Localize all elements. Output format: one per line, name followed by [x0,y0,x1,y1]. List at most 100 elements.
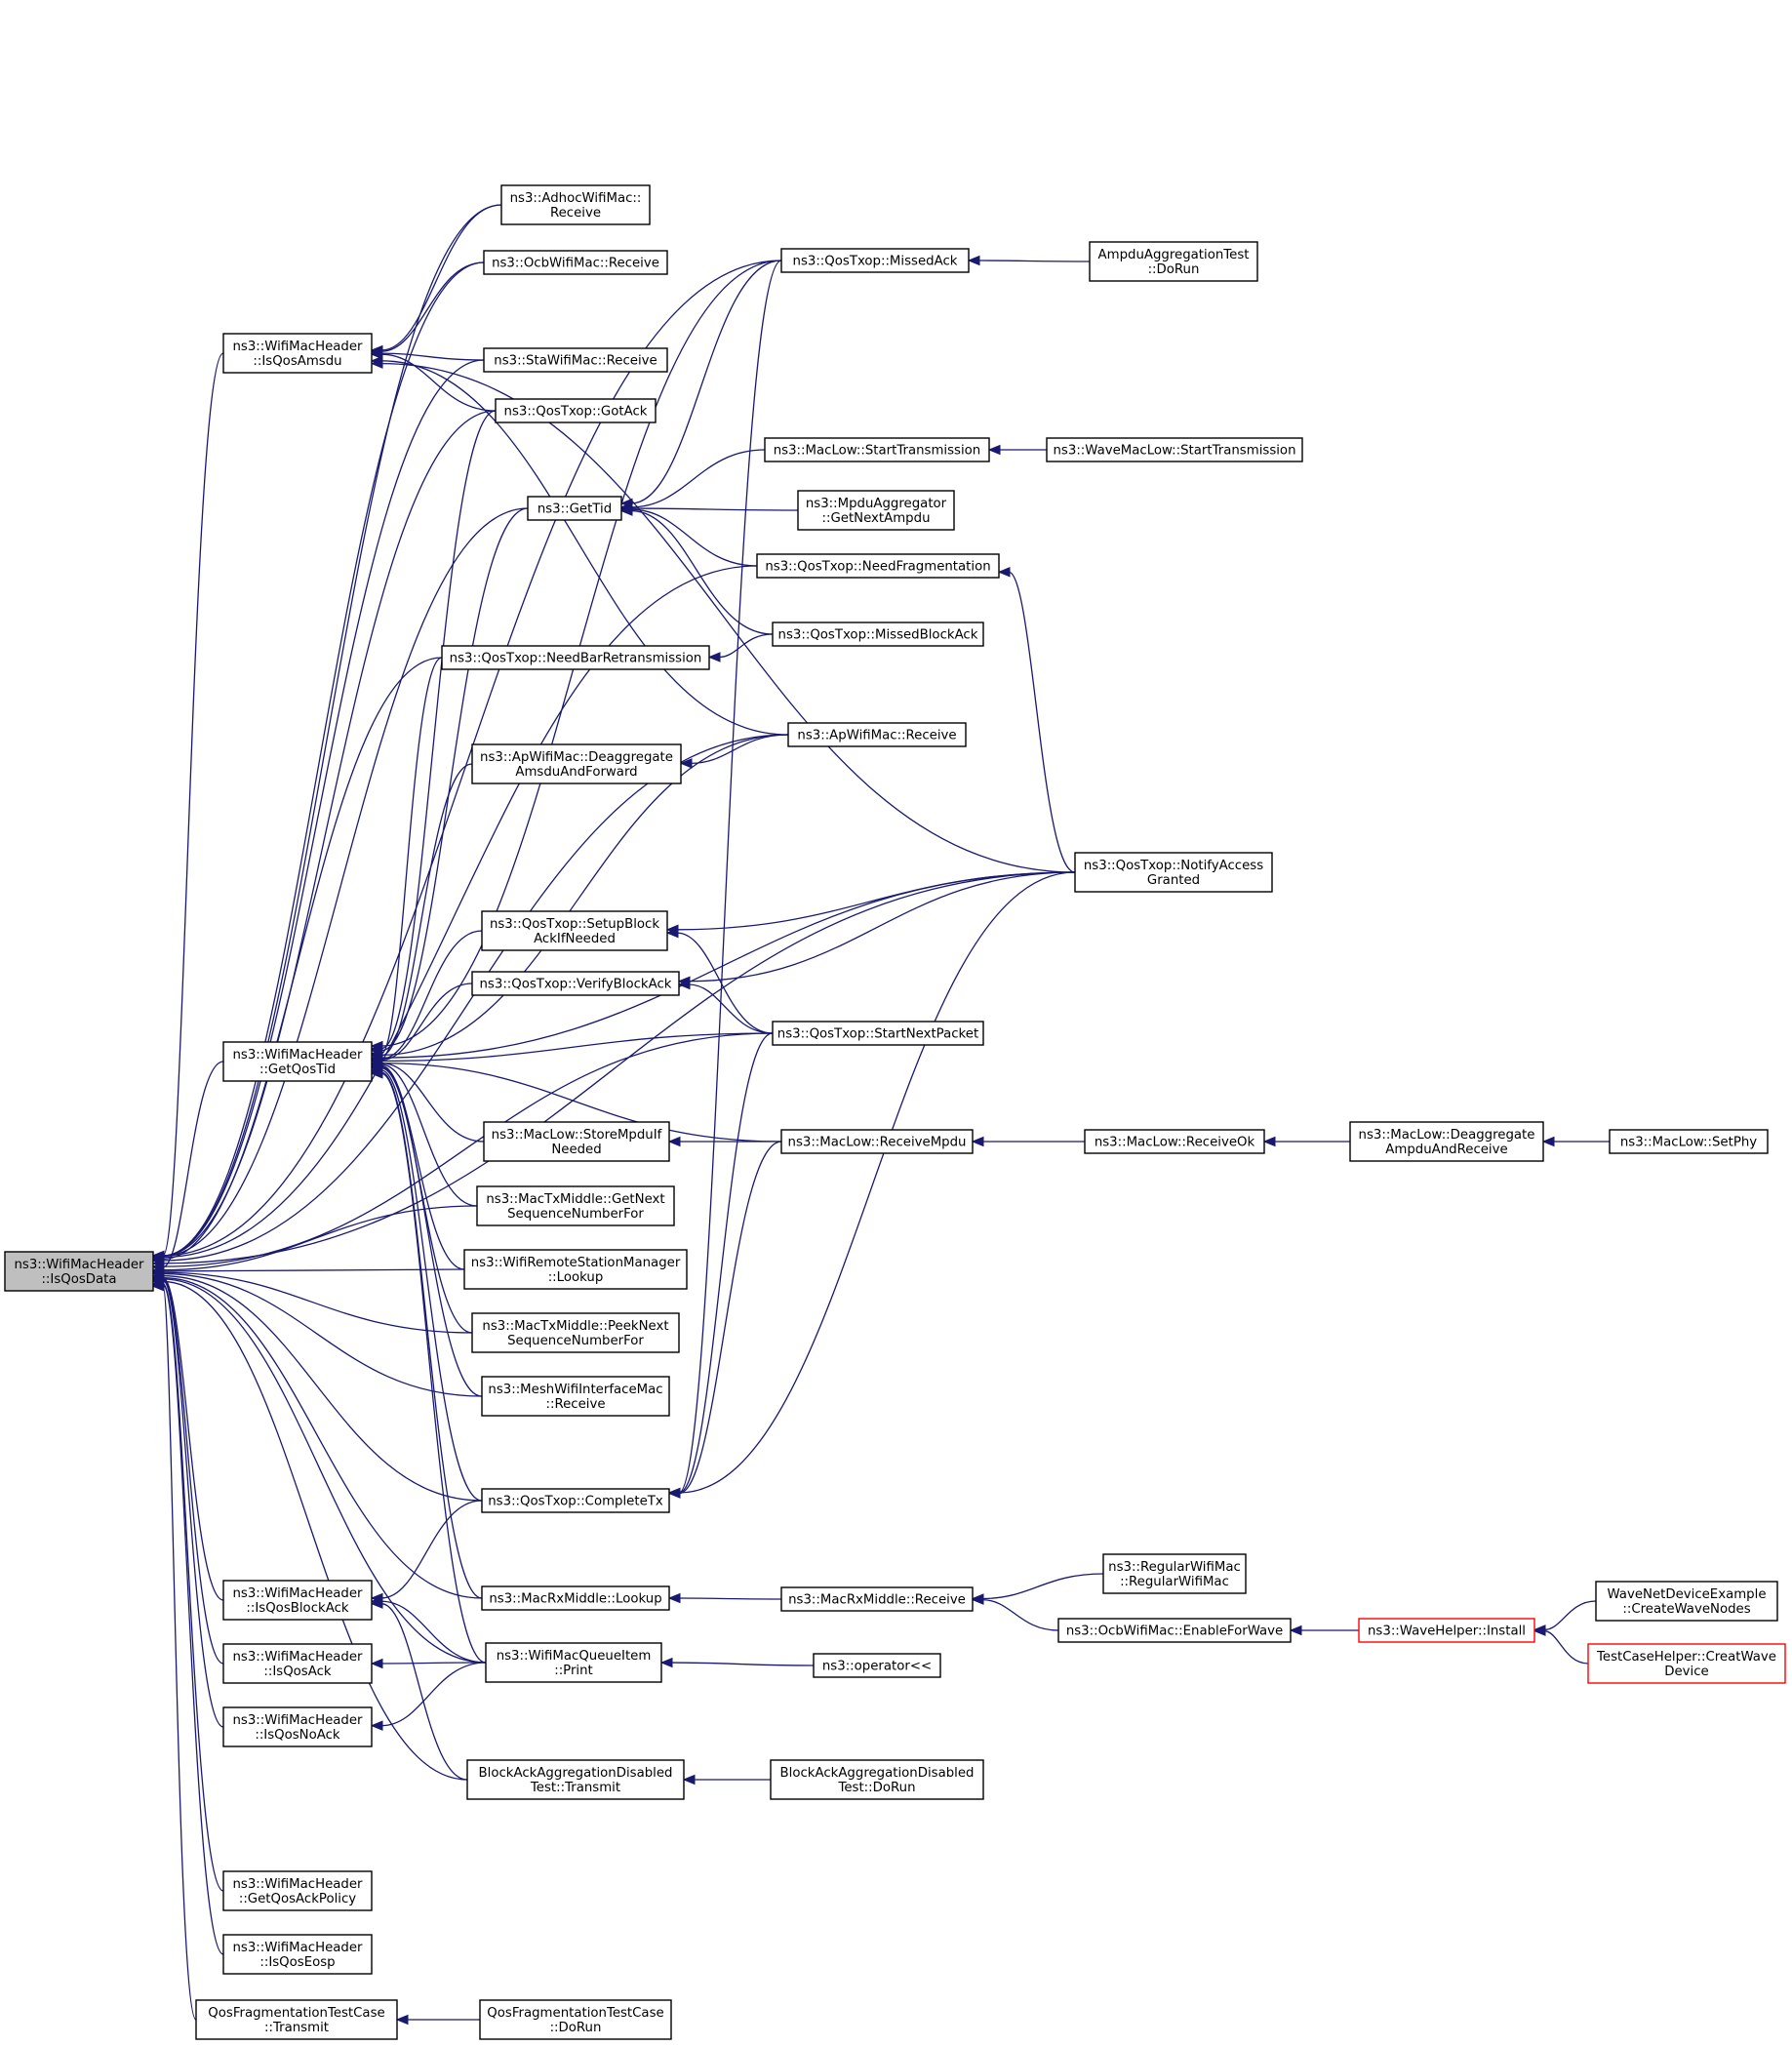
node-box [1609,1129,1769,1154]
node-label: QosFragmentationTestCase [487,2006,663,2021]
node-waveinstall[interactable]: ns3::WaveHelper::Install [1358,1618,1535,1643]
node-box [481,1376,670,1417]
node-label: ::RegularWifiMac [1120,1575,1229,1589]
node-box [813,1653,941,1678]
node-label: ::GetNextAmpdu [822,511,931,526]
node-isqoseosp[interactable]: ns3::WifiMacHeader::IsQosEosp [222,1934,373,1975]
node-root[interactable]: ns3::WifiMacHeader::IsQosData [4,1251,154,1292]
node-box [1084,1129,1265,1154]
node-createwavenodes[interactable]: WaveNetDeviceExample::CreateWaveNodes [1595,1581,1778,1622]
node-queueitemprint[interactable]: ns3::WifiMacQueueItem::Print [485,1642,662,1683]
node-meshreceive[interactable]: ns3::MeshWifiInterfaceMac::Receive [481,1376,670,1417]
node-label: ns3::MacTxMiddle::GetNext [486,1192,664,1207]
node-isqosnoack[interactable]: ns3::WifiMacHeader::IsQosNoAck [222,1706,373,1747]
node-receivempdu[interactable]: ns3::MacLow::ReceiveMpdu [780,1129,974,1154]
node-label: WaveNetDeviceExample [1608,1587,1767,1602]
call-edge [676,932,774,1034]
node-getqostid[interactable]: ns3::WifiMacHeader::GetQosTid [222,1041,373,1082]
node-label: ns3::WifiMacHeader [232,1941,363,1955]
call-edge [162,1032,774,1267]
node-label: ns3::WifiRemoteStationManager [471,1256,681,1270]
node-label: ns3::OcbWifiMac::EnableForWave [1066,1625,1283,1639]
call-edge [162,1283,224,1892]
node-receiveok[interactable]: ns3::MacLow::ReceiveOk [1084,1129,1265,1154]
node-adhocreceive[interactable]: ns3::AdhocWifiMac::Receive [500,184,651,225]
call-edge [162,1271,473,1334]
call-edge [718,633,774,659]
call-edge [380,1032,774,1063]
node-txgetnextseq[interactable]: ns3::MacTxMiddle::GetNextSequenceNumberF… [476,1185,675,1226]
node-isqosblockack[interactable]: ns3::WifiMacHeader::IsQosBlockAck [222,1580,373,1621]
node-gettid[interactable]: ns3::GetTid [527,496,622,521]
node-operator[interactable]: ns3::operator<< [813,1653,941,1678]
call-edge [1008,571,1076,873]
arrow-head-icon [151,1250,165,1262]
node-regularwifimac[interactable]: ns3::RegularWifiMac::RegularWifiMac [1102,1553,1247,1594]
node-stareceive[interactable]: ns3::StaWifiMac::Receive [483,347,668,373]
node-label: AmsduAndForward [515,765,637,780]
node-enableforwave[interactable]: ns3::OcbWifiMac::EnableForWave [1057,1618,1292,1643]
node-txpeeknextseq[interactable]: ns3::MacTxMiddle::PeekNextSequenceNumber… [471,1312,680,1353]
node-wrsmlookup[interactable]: ns3::WifiRemoteStationManager::Lookup [463,1249,688,1290]
node-setphy[interactable]: ns3::MacLow::SetPhy [1609,1129,1769,1154]
call-edge [162,260,782,1257]
node-box [485,1642,662,1683]
arrow-head-icon [370,1720,383,1731]
node-needbarretx[interactable]: ns3::QosTxop::NeedBarRetransmission [441,645,710,670]
node-rxlookup[interactable]: ns3::MacRxMiddle::Lookup [481,1585,670,1611]
call-edge [162,1284,224,1955]
node-gotack[interactable]: ns3::QosTxop::GotAck [495,398,657,423]
node-qosfragtransmit[interactable]: QosFragmentationTestCase::Transmit [195,1999,398,2040]
node-ampdudorun[interactable]: AmpduAggregationTest::DoRun [1089,241,1258,282]
arrow-head-icon [667,1488,681,1499]
node-isqosamsdu[interactable]: ns3::WifiMacHeader::IsQosAmsdu [222,333,373,374]
node-startnextpacket[interactable]: ns3::QosTxop::StartNextPacket [772,1021,984,1046]
arrow-head-icon [971,1136,984,1147]
call-edge [380,261,485,352]
node-label: ns3::WifiMacHeader [232,1650,363,1665]
node-box [195,1999,398,2040]
call-edge [981,1598,1059,1631]
node-box [797,490,955,531]
node-getqosackpolicy[interactable]: ns3::WifiMacHeader::GetQosAckPolicy [222,1870,373,1911]
node-label: AmpduAggregationTest [1098,248,1250,262]
call-edge [670,1662,815,1666]
node-label: ::DoRun [550,2021,602,2035]
arrow-head-icon [971,1594,984,1605]
node-box [787,722,967,747]
node-blockacktransmit[interactable]: BlockAckAggregationDisabledTest::Transmi… [466,1759,685,1800]
node-starttx[interactable]: ns3::MacLow::StartTransmission [764,437,990,462]
call-edge [162,1277,483,1599]
node-label: ::Transmit [264,2021,329,2035]
node-needfrag[interactable]: ns3::QosTxop::NeedFragmentation [756,553,1000,579]
node-wavestarttx[interactable]: ns3::WaveMacLow::StartTransmission [1046,437,1303,462]
node-getnextampdu[interactable]: ns3::MpduAggregator::GetNextAmpdu [797,490,955,531]
node-apdeaggregate[interactable]: ns3::ApWifiMac::DeaggregateAmsduAndForwa… [471,743,682,784]
node-apreceive[interactable]: ns3::ApWifiMac::Receive [787,722,967,747]
call-edge [162,1279,224,1728]
node-ocbreceive[interactable]: ns3::OcbWifiMac::Receive [483,250,668,275]
arrow-head-icon [370,1040,383,1052]
node-missedack[interactable]: ns3::QosTxop::MissedAck [780,248,970,273]
node-box [471,1312,680,1353]
node-label: ns3::WifiMacQueueItem [497,1649,652,1664]
node-box [471,743,682,784]
node-label: ns3::MpduAggregator [806,497,947,511]
arrow-head-icon [665,927,679,939]
node-qosfragdorun[interactable]: QosFragmentationTestCase::DoRun [479,1999,672,2040]
node-isqosack[interactable]: ns3::WifiMacHeader::IsQosAck [222,1643,373,1684]
node-box [471,971,680,996]
node-completetx[interactable]: ns3::QosTxop::CompleteTx [481,1488,670,1513]
node-rxreceive[interactable]: ns3::MacRxMiddle::Receive [780,1586,974,1612]
node-box [1358,1618,1535,1643]
node-verifyblockack[interactable]: ns3::QosTxop::VerifyBlockAck [471,971,680,996]
call-edge [380,1662,487,1665]
node-missedblockack[interactable]: ns3::QosTxop::MissedBlockAck [772,622,984,647]
